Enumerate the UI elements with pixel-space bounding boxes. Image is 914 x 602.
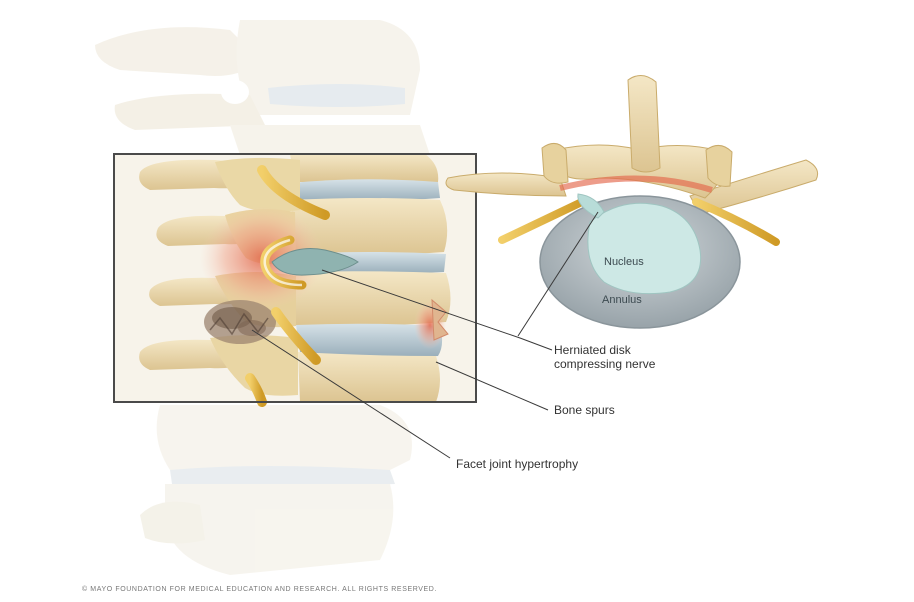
vertebra-1 — [290, 154, 439, 182]
leader-facet — [251, 329, 451, 459]
facet-joint-label: Facet joint hypertrophy — [456, 457, 579, 471]
bone-spur — [431, 298, 449, 341]
nerve-root-1 — [257, 165, 330, 220]
disk-3 — [296, 323, 443, 358]
vertebra-4 — [298, 352, 440, 402]
nerve-root-3 — [271, 307, 321, 365]
vertebra-2 — [290, 198, 448, 256]
leader-bone-spurs — [435, 361, 549, 411]
herniated-disk-label-line2: compressing nerve — [554, 357, 656, 371]
axial-vertebra-view — [445, 75, 819, 329]
vertebra-3 — [292, 271, 451, 326]
facet-right — [705, 145, 733, 187]
pedicle-4 — [210, 335, 298, 396]
annulus-label: Annulus — [602, 294, 642, 306]
leader-herniated-axial — [517, 211, 599, 337]
herniated-disk-label-line1: Herniated disk — [554, 343, 631, 357]
herniated-disk-bulge — [271, 248, 359, 276]
nerve-root-4 — [245, 373, 267, 407]
facet-hypertrophy — [204, 300, 276, 344]
pedicle-1 — [215, 157, 300, 212]
herniated-disk-label: Herniated disk compressing nerve — [554, 343, 655, 371]
transverse-process-right — [689, 159, 819, 215]
nerve-axial-right — [692, 198, 780, 246]
detail-frame — [113, 153, 477, 407]
spinous-process-axial — [627, 75, 661, 173]
copyright-notice: © MAYO FOUNDATION FOR MEDICAL EDUCATION … — [82, 586, 438, 593]
facet-left — [541, 143, 569, 184]
leader-lines — [251, 211, 599, 459]
faded-lower-spine — [140, 405, 412, 575]
nerve-axial-left — [498, 196, 590, 244]
bone-spurs-label: Bone spurs — [554, 403, 615, 417]
disk-1 — [292, 179, 440, 202]
leader-herniated-detail — [321, 269, 553, 351]
nucleus-label: Nucleus — [604, 256, 644, 268]
nucleus-disk — [587, 202, 702, 295]
faded-upper-spine — [95, 20, 430, 155]
transverse-process-left — [445, 172, 567, 197]
